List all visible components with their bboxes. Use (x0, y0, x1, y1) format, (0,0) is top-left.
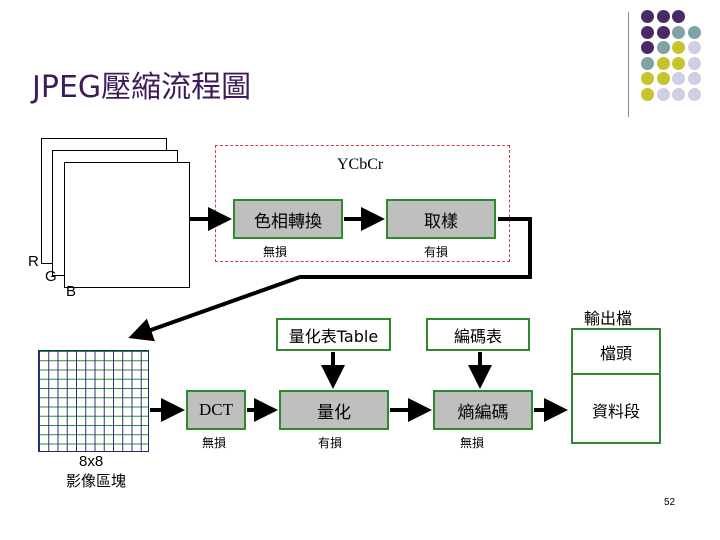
decorative-dot (656, 72, 670, 85)
output-file (571, 328, 661, 444)
b-label: B (66, 283, 77, 300)
block-label: 影像區塊 (66, 472, 127, 490)
quantize-note: 有損 (318, 436, 343, 450)
decorative-dot (656, 25, 670, 39)
decorative-dot (641, 72, 654, 85)
code-table-box: 編碼表 (426, 318, 530, 351)
g-label: G (45, 268, 57, 285)
decorative-dot (672, 41, 685, 54)
dct-box: DCT (186, 390, 246, 430)
page-title: JPEG壓縮流程圖 (32, 70, 252, 105)
image-block-grid (38, 350, 149, 452)
decorative-dot (656, 10, 670, 23)
decorative-dot (672, 87, 685, 101)
entropy-box: 熵編碼 (433, 390, 533, 430)
ycbcr-group (215, 145, 510, 262)
decorative-dot (687, 25, 701, 39)
quantize-box: 量化 (279, 390, 389, 430)
decorative-dot (656, 87, 670, 101)
output-data: 資料段 (591, 402, 640, 421)
output-label: 輸出檔 (584, 309, 633, 328)
decorative-dot (672, 56, 685, 70)
arrow-sampling-to-block (128, 217, 532, 342)
entropy-note: 無損 (460, 436, 485, 450)
decorative-dot (672, 10, 685, 23)
decorative-dot (656, 41, 670, 54)
decorative-dot (641, 87, 654, 101)
output-divider (571, 373, 661, 375)
decorative-dot (687, 72, 701, 85)
decorative-dot (641, 41, 654, 54)
color-convert-note: 無損 (263, 245, 288, 259)
quant-table-box: 量化表Table (276, 318, 391, 351)
r-label: R (28, 253, 39, 270)
page-number: 52 (664, 497, 676, 508)
dct-note: 無損 (202, 436, 227, 450)
decorative-dot (672, 25, 685, 39)
decorative-dot (641, 25, 654, 39)
decorative-dot (687, 87, 701, 101)
decorative-dot (687, 41, 701, 54)
decorative-dot (641, 10, 654, 23)
decorative-divider (628, 12, 629, 117)
output-header: 檔頭 (599, 344, 632, 363)
decorative-dot (687, 56, 701, 70)
color-convert-box: 色相轉換 (233, 199, 343, 239)
sampling-note: 有損 (424, 245, 449, 259)
ycbcr-label: YCbCr (337, 156, 384, 173)
decorative-dot (641, 56, 654, 70)
decorative-dot (672, 72, 685, 85)
sampling-box: 取樣 (386, 199, 496, 239)
decorative-dot (656, 56, 670, 70)
block-size-label: 8x8 (79, 453, 104, 470)
b-channel-sheet (64, 162, 190, 288)
